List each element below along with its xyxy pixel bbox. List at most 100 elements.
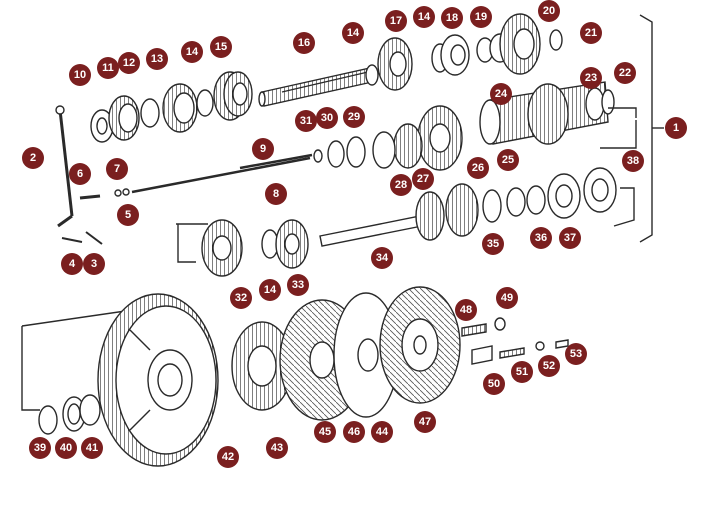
callout-8: 8 [265, 183, 287, 205]
callout-27: 27 [412, 168, 434, 190]
callout-25-label: 25 [501, 154, 515, 166]
callout-42-label: 42 [221, 451, 235, 463]
callout-40-label: 40 [59, 442, 73, 454]
callout-14c: 14 [413, 6, 435, 28]
callout-41: 41 [81, 437, 103, 459]
callout-1-label: 1 [672, 122, 680, 134]
callout-45: 45 [314, 421, 336, 443]
callout-27-label: 27 [416, 173, 430, 185]
callout-13: 13 [146, 48, 168, 70]
callout-50: 50 [483, 373, 505, 395]
callout-2: 2 [22, 147, 44, 169]
callout-10: 10 [69, 64, 91, 86]
callout-14c-label: 14 [417, 11, 431, 23]
mainshaft-gears-top [90, 13, 563, 143]
callout-9-label: 9 [259, 143, 267, 155]
callout-14b: 14 [342, 22, 364, 44]
callout-34-label: 34 [375, 252, 389, 264]
callout-49: 49 [496, 287, 518, 309]
callout-32: 32 [230, 287, 252, 309]
callout-37-label: 37 [563, 232, 577, 244]
callout-48-label: 48 [459, 304, 473, 316]
callout-3-label: 3 [90, 258, 98, 270]
callout-53: 53 [565, 343, 587, 365]
assembly-bracket [639, 14, 653, 243]
callout-30: 30 [316, 107, 338, 129]
callout-30-label: 30 [320, 112, 334, 124]
selector-mechanism [55, 105, 313, 245]
callout-16-label: 16 [297, 37, 311, 49]
callout-34: 34 [371, 247, 393, 269]
callout-14d-label: 14 [263, 284, 277, 296]
callout-43: 43 [266, 437, 288, 459]
callout-19: 19 [470, 6, 492, 28]
callout-26-label: 26 [471, 162, 485, 174]
callout-29-label: 29 [347, 111, 361, 123]
callout-18: 18 [441, 7, 463, 29]
callout-14a-label: 14 [185, 46, 199, 58]
callout-48: 48 [455, 299, 477, 321]
callout-26: 26 [467, 157, 489, 179]
callout-3: 3 [83, 253, 105, 275]
callout-53-label: 53 [569, 348, 583, 360]
callout-44-label: 44 [375, 426, 389, 438]
callout-47: 47 [414, 411, 436, 433]
callout-28-label: 28 [394, 179, 408, 191]
callout-20: 20 [538, 0, 560, 22]
callout-41-label: 41 [85, 442, 99, 454]
callout-17: 17 [385, 10, 407, 32]
callout-47-label: 47 [418, 416, 432, 428]
callout-22-label: 22 [618, 67, 632, 79]
callout-4: 4 [61, 253, 83, 275]
callout-52-label: 52 [542, 360, 556, 372]
callout-9: 9 [252, 138, 274, 160]
callout-23-label: 23 [584, 72, 598, 84]
callout-5-label: 5 [124, 209, 132, 221]
callout-2-label: 2 [29, 152, 37, 164]
callout-12: 12 [118, 52, 140, 74]
callout-11-label: 11 [102, 62, 114, 74]
callout-19-label: 19 [474, 11, 488, 23]
callout-15: 15 [210, 36, 232, 58]
callout-49-label: 49 [500, 292, 514, 304]
callout-14a: 14 [181, 41, 203, 63]
callout-12-label: 12 [122, 57, 136, 69]
callout-38: 38 [622, 150, 644, 172]
callout-44: 44 [371, 421, 393, 443]
callout-6: 6 [69, 163, 91, 185]
callout-45-label: 45 [318, 426, 332, 438]
callout-17-label: 17 [389, 15, 403, 27]
callout-23: 23 [580, 67, 602, 89]
callout-43-label: 43 [270, 442, 284, 454]
callout-36-label: 36 [534, 232, 548, 244]
callout-6-label: 6 [76, 168, 84, 180]
callout-24: 24 [490, 83, 512, 105]
callout-21: 21 [580, 22, 602, 44]
callout-25: 25 [497, 149, 519, 171]
callout-42: 42 [217, 446, 239, 468]
callout-33-label: 33 [291, 279, 305, 291]
callout-10-label: 10 [73, 69, 87, 81]
callout-29: 29 [343, 106, 365, 128]
callout-40: 40 [55, 437, 77, 459]
callout-38-label: 38 [626, 155, 640, 167]
callout-46-label: 46 [347, 426, 361, 438]
callout-11: 11 [97, 57, 119, 79]
callout-35-label: 35 [486, 238, 500, 250]
callout-22: 22 [614, 62, 636, 84]
callout-39-label: 39 [33, 442, 47, 454]
callout-31: 31 [295, 110, 317, 132]
callout-36: 36 [530, 227, 552, 249]
layshaft-cluster [313, 81, 637, 171]
callout-50-label: 50 [487, 378, 501, 390]
callout-13-label: 13 [150, 53, 164, 65]
callout-14d: 14 [259, 279, 281, 301]
callout-16: 16 [293, 32, 315, 54]
callout-7: 7 [106, 158, 128, 180]
callout-52: 52 [538, 355, 560, 377]
callout-46: 46 [343, 421, 365, 443]
callout-51-label: 51 [515, 366, 529, 378]
callout-7-label: 7 [113, 163, 121, 175]
callout-32-label: 32 [234, 292, 248, 304]
callout-20-label: 20 [542, 5, 556, 17]
